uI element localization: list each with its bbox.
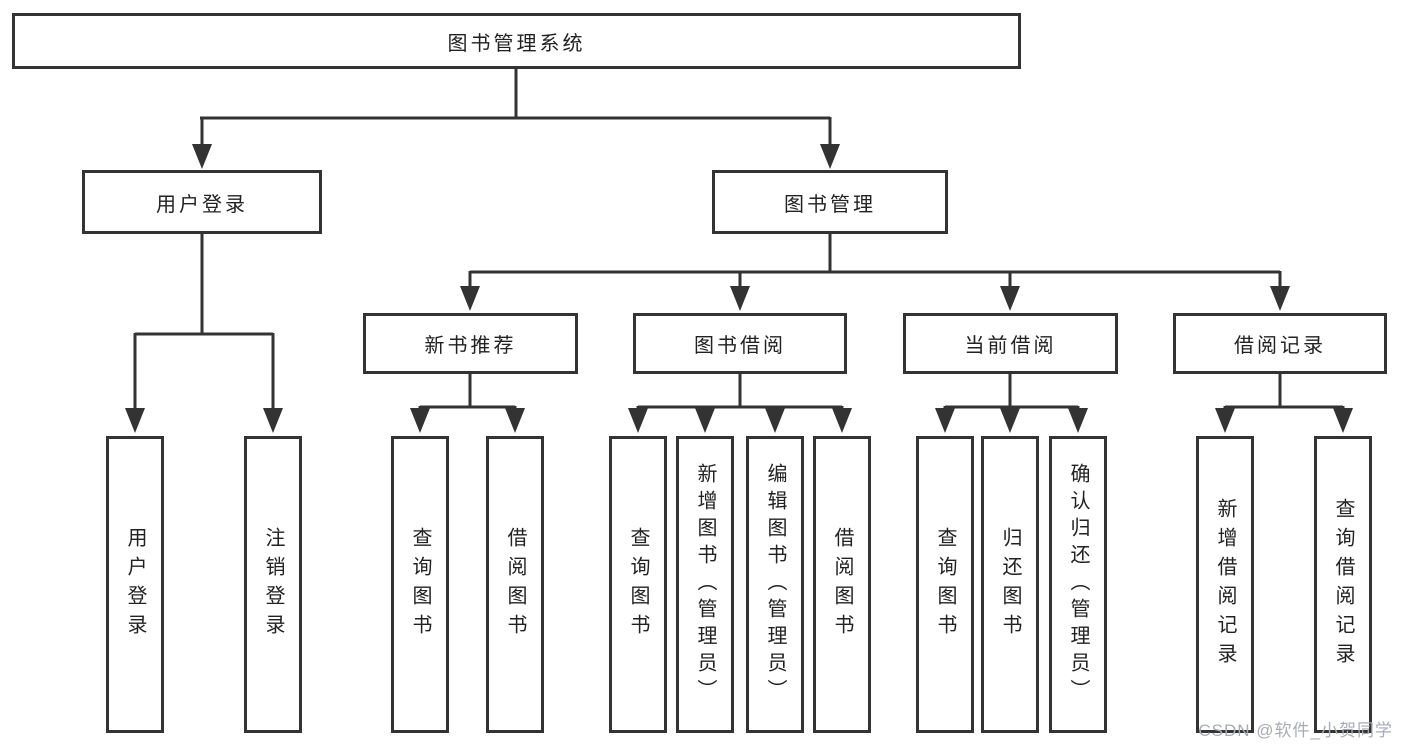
node-new-book-recommend: 新书推荐 [363,313,578,374]
leaf-borrow-borrow-book: 借阅图书 [813,436,871,733]
leaf-borrow-add-book-admin: 新增图书（管理员） [676,436,734,733]
leaf-logout: 注销登录 [244,436,302,733]
leaf-current-confirm-return-admin: 确认归还（管理员） [1049,436,1107,733]
node-user-login: 用户登录 [82,170,322,234]
leaf-label: 用户登录 [124,526,146,643]
node-borrow-records: 借阅记录 [1173,313,1387,374]
leaf-records-add-record: 新增借阅记录 [1196,436,1254,733]
leaf-newbook-borrow-book: 借阅图书 [486,436,544,733]
leaf-user-login: 用户登录 [106,436,164,733]
leaf-label: 查询借阅记录 [1332,497,1354,672]
leaf-label: 借阅图书 [504,526,526,643]
leaf-records-query-record: 查询借阅记录 [1314,436,1372,733]
leaf-label: 归还图书 [999,526,1021,643]
leaf-label: 编辑图书（管理员） [764,463,786,706]
watermark: CSDN @软件_小贺同学 [1198,721,1393,740]
leaf-label: 确认归还（管理员） [1067,463,1089,706]
leaf-label: 查询图书 [934,526,956,643]
leaf-label: 查询图书 [627,526,649,643]
leaf-borrow-edit-book-admin: 编辑图书（管理员） [746,436,804,733]
node-book-borrow: 图书借阅 [633,313,847,374]
node-root: 图书管理系统 [12,13,1021,69]
node-book-management: 图书管理 [712,170,948,234]
leaf-label: 新增借阅记录 [1214,497,1236,672]
leaf-label: 借阅图书 [831,526,853,643]
leaf-current-return-book: 归还图书 [981,436,1039,733]
leaf-label: 查询图书 [409,526,431,643]
node-current-borrow: 当前借阅 [903,313,1118,374]
leaf-borrow-query-book: 查询图书 [609,436,667,733]
leaf-current-query-book: 查询图书 [916,436,974,733]
leaf-label: 新增图书（管理员） [694,463,716,706]
leaf-newbook-query-book: 查询图书 [391,436,449,733]
leaf-label: 注销登录 [262,526,284,643]
